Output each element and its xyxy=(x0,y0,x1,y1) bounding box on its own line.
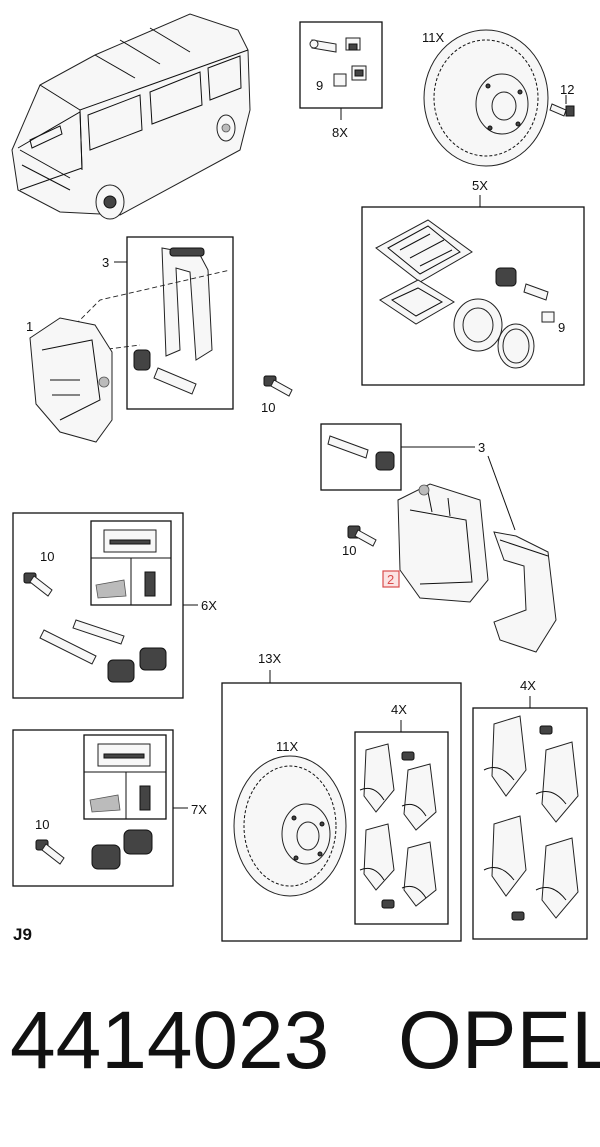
carrier-box-left xyxy=(126,236,234,410)
kit-6x-parts xyxy=(23,572,167,683)
label-13x: 13X xyxy=(258,651,281,666)
label-10-a: 10 xyxy=(261,400,275,415)
instruction-card-7x xyxy=(83,734,167,820)
label-7x: 7X xyxy=(191,802,207,817)
guide-pin-right xyxy=(327,435,395,471)
carrier-bracket-left xyxy=(161,247,213,361)
label-9-5x: 9 xyxy=(558,320,565,335)
reference-labels: 11X 12 9 8X 5X 9 3 1 10 3 10 2 10 6X 10 … xyxy=(26,30,574,832)
label-11x-top: 11X xyxy=(422,30,444,45)
label-9-kit: 9 xyxy=(316,78,323,93)
sheet-code: J9 xyxy=(13,925,32,944)
van-illustration xyxy=(11,13,251,220)
part-2-highlight-box xyxy=(382,570,400,588)
brake-disc-13x xyxy=(233,755,347,897)
guide-pin-box-right xyxy=(320,423,402,491)
part-number: 4414023 xyxy=(10,995,330,1086)
bolt-10-left xyxy=(263,375,293,397)
pad-set-inner xyxy=(359,743,437,909)
bleed-screw-parts xyxy=(309,37,367,87)
label-3-right: 3 xyxy=(478,440,485,455)
brake-disc-top xyxy=(423,29,549,167)
label-8x: 8X xyxy=(332,125,348,140)
kit-7x-parts xyxy=(35,829,153,870)
label-10-b: 10 xyxy=(342,543,356,558)
carrier-bracket-right xyxy=(493,531,557,653)
label-11x-13x: 11X xyxy=(276,739,298,754)
disc-screw xyxy=(549,103,575,117)
guide-bolt-left xyxy=(133,349,197,395)
label-6x: 6X xyxy=(201,598,217,613)
kit-13x-box xyxy=(221,682,462,942)
label-4x-inner: 4X xyxy=(391,702,407,717)
pad-set-right xyxy=(483,715,579,921)
kit-8x-box xyxy=(299,21,383,109)
label-1: 1 xyxy=(26,319,33,334)
label-10-6x: 10 xyxy=(40,549,54,564)
label-2-highlighted: 2 xyxy=(387,572,394,587)
label-3-top: 3 xyxy=(102,255,109,270)
label-4x-right: 4X xyxy=(520,678,536,693)
kit-5x-box xyxy=(361,206,585,386)
label-5x: 5X xyxy=(472,178,488,193)
seal-kit-parts xyxy=(375,219,555,369)
caliper-right-highlighted xyxy=(397,483,489,603)
bolt-10-right xyxy=(347,525,377,547)
instruction-card-6x xyxy=(90,520,172,606)
label-10-7x: 10 xyxy=(35,817,49,832)
brand-name: OPEL xyxy=(398,995,600,1086)
label-12: 12 xyxy=(560,82,574,97)
caliper-left xyxy=(29,317,113,443)
